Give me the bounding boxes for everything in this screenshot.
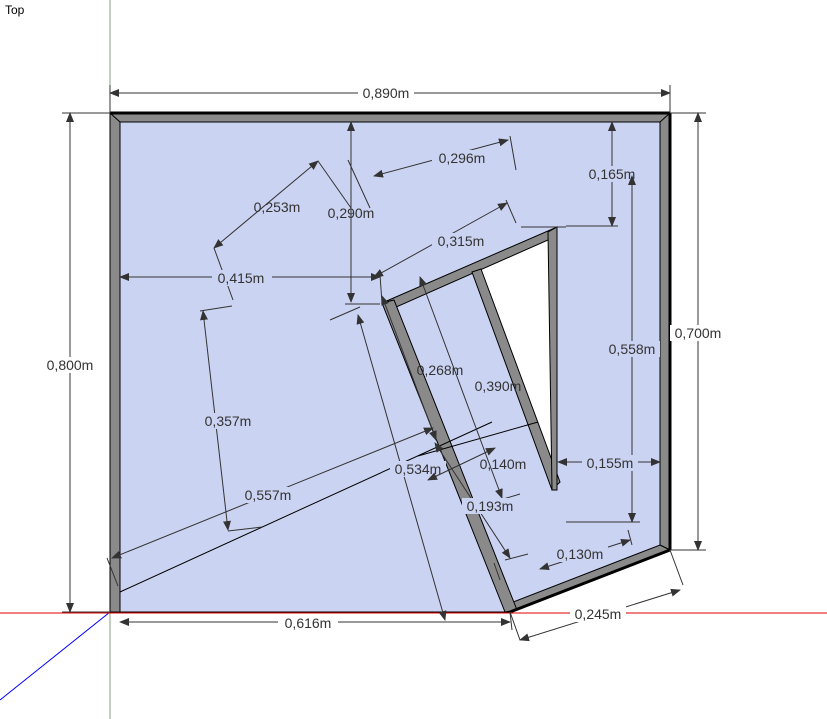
dim-label-0245: 0,245m — [575, 606, 622, 622]
dim-label-0193: 0,193m — [467, 498, 514, 514]
dim-0890: 0,890m — [109, 85, 671, 113]
dim-label-0155: 0,155m — [587, 455, 634, 471]
dim-0557: 0,557m — [106, 427, 434, 587]
board-right-vertical — [547, 226, 558, 491]
floor-face[interactable] — [109, 112, 671, 613]
dim-0130: 0,130m — [493, 529, 633, 581]
dim-0290: 0,290m — [328, 121, 380, 305]
dim-label-0800: 0,800m — [47, 357, 94, 373]
wall-left — [109, 112, 121, 613]
dim-0193: 0,193m — [434, 442, 529, 561]
dim-label-0140: 0,140m — [480, 456, 527, 472]
dim-0315: 0,315m — [373, 199, 517, 278]
dim-0165: 0,165m — [521, 121, 640, 228]
dim-label-0390: 0,390m — [475, 378, 522, 394]
dim-label-0534: 0,534m — [395, 461, 442, 477]
dim-label-0315: 0,315m — [438, 233, 485, 249]
dim-label-0700: 0,700m — [675, 325, 722, 341]
view-name-label: Top — [5, 3, 25, 17]
dim-0245: 0,245m — [509, 549, 684, 642]
dim-label-0130: 0,130m — [557, 546, 604, 562]
dim-label-0253: 0,253m — [254, 199, 301, 215]
dim-0296: 0,296m — [347, 135, 517, 209]
dim-label-0558: 0,558m — [609, 341, 656, 357]
dim-label-0616: 0,616m — [285, 615, 332, 631]
dim-label-0296: 0,296m — [439, 150, 486, 166]
dim-0616: 0,616m — [119, 611, 513, 631]
dim-label-0557: 0,557m — [245, 487, 292, 503]
dim-label-0890: 0,890m — [363, 85, 410, 101]
blue-axis — [0, 611, 111, 701]
dim-label-0290: 0,290m — [328, 205, 375, 221]
dim-label-0165: 0,165m — [589, 166, 636, 182]
dim-0800: 0,800m — [42, 112, 110, 613]
dim-0700: 0,700m — [670, 112, 726, 551]
dim-0155: 0,155m — [557, 455, 661, 471]
dim-0415: 0,415m — [119, 270, 383, 304]
dimensions: 0,890m 0,800m 0,700m 0,290m 0,253m 0,296… — [42, 85, 726, 642]
dim-label-0415: 0,415m — [218, 270, 265, 286]
dim-label-0357: 0,357m — [205, 413, 252, 429]
